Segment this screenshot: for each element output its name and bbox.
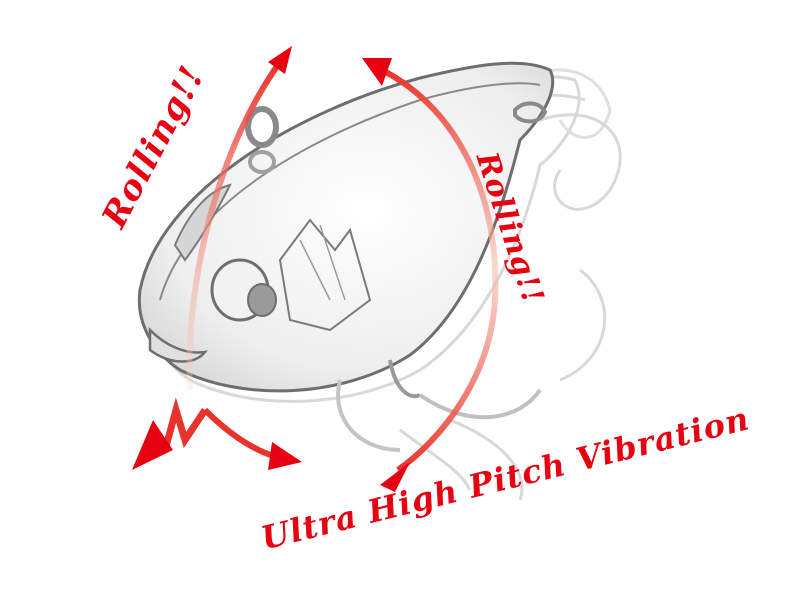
- wobble-arrow-bottom: [202, 407, 302, 470]
- rolling-arrow-right: [362, 58, 499, 492]
- treble-hooks: [336, 101, 548, 452]
- vibration-zigzag-arrow: [132, 397, 208, 470]
- lure-body-outline: [137, 61, 555, 393]
- rolling-arrow-left: [186, 46, 292, 391]
- line-tie-eye: [245, 106, 279, 174]
